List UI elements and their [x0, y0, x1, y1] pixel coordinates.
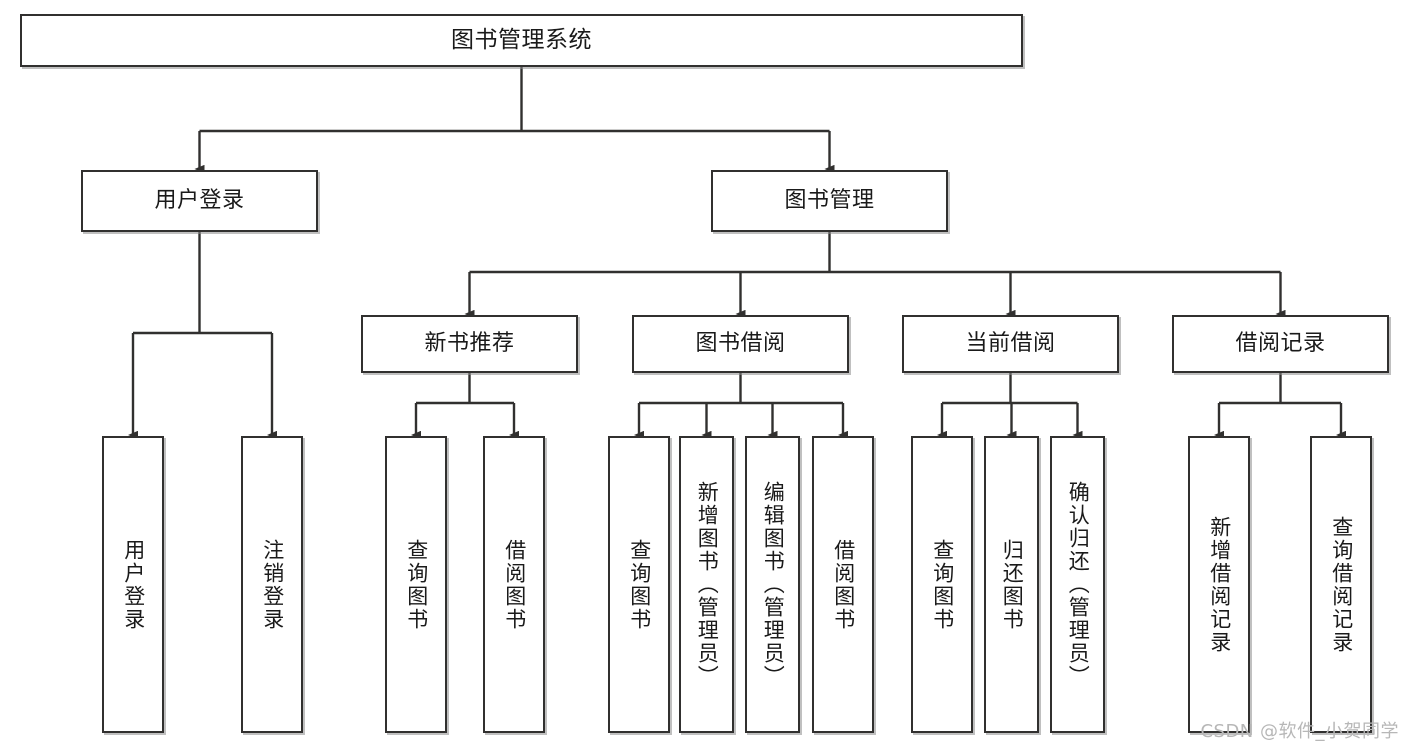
- node-leaf-add-record[interactable]: 新增借阅记录: [1188, 436, 1250, 733]
- node-label: 用户登录: [154, 188, 245, 214]
- node-leaf-query-book-1[interactable]: 查询图书: [385, 436, 447, 733]
- node-leaf-borrow-book-1[interactable]: 借阅图书: [483, 436, 545, 733]
- node-label: 编辑图书（管理员）: [761, 481, 786, 688]
- node-new-book-rec[interactable]: 新书推荐: [361, 315, 578, 373]
- node-leaf-user-logout[interactable]: 注销登录: [241, 436, 303, 733]
- node-label: 借阅记录: [1235, 331, 1326, 357]
- node-label: 归还图书: [1000, 538, 1025, 631]
- node-leaf-query-book-3[interactable]: 查询图书: [911, 436, 973, 733]
- node-leaf-query-book-2[interactable]: 查询图书: [608, 436, 670, 733]
- node-label: 查询图书: [930, 538, 955, 631]
- node-label: 用户登录: [121, 538, 146, 631]
- node-user-login[interactable]: 用户登录: [81, 170, 318, 232]
- node-label: 新书推荐: [424, 331, 515, 357]
- node-label: 图书管理系统: [451, 26, 592, 53]
- node-book-borrow[interactable]: 图书借阅: [632, 315, 849, 373]
- node-label: 注销登录: [260, 538, 285, 631]
- node-leaf-add-book[interactable]: 新增图书（管理员）: [679, 436, 734, 733]
- node-leaf-confirm-ret[interactable]: 确认归还（管理员）: [1050, 436, 1105, 733]
- node-leaf-borrow-book-2[interactable]: 借阅图书: [812, 436, 874, 733]
- node-label: 借阅图书: [502, 538, 527, 631]
- node-borrow-record[interactable]: 借阅记录: [1172, 315, 1389, 373]
- node-leaf-user-login[interactable]: 用户登录: [102, 436, 164, 733]
- node-label: 借阅图书: [831, 538, 856, 631]
- node-label: 查询图书: [627, 538, 652, 631]
- node-leaf-return-book[interactable]: 归还图书: [984, 436, 1039, 733]
- node-leaf-query-record[interactable]: 查询借阅记录: [1310, 436, 1372, 733]
- node-label: 查询借阅记录: [1329, 515, 1354, 654]
- node-current-borrow[interactable]: 当前借阅: [902, 315, 1119, 373]
- csdn-watermark: CSDN @软件_小贺同学: [1200, 721, 1399, 742]
- node-label: 新增图书（管理员）: [695, 481, 720, 688]
- node-label: 新增借阅记录: [1207, 515, 1232, 654]
- node-label: 图书管理: [784, 188, 875, 214]
- node-root[interactable]: 图书管理系统: [20, 14, 1023, 67]
- node-book-manage[interactable]: 图书管理: [711, 170, 948, 232]
- node-label: 图书借阅: [695, 331, 786, 357]
- node-label: 当前借阅: [965, 331, 1056, 357]
- node-label: 查询图书: [404, 538, 429, 631]
- node-label: 确认归还（管理员）: [1066, 481, 1091, 688]
- node-leaf-edit-book[interactable]: 编辑图书（管理员）: [745, 436, 800, 733]
